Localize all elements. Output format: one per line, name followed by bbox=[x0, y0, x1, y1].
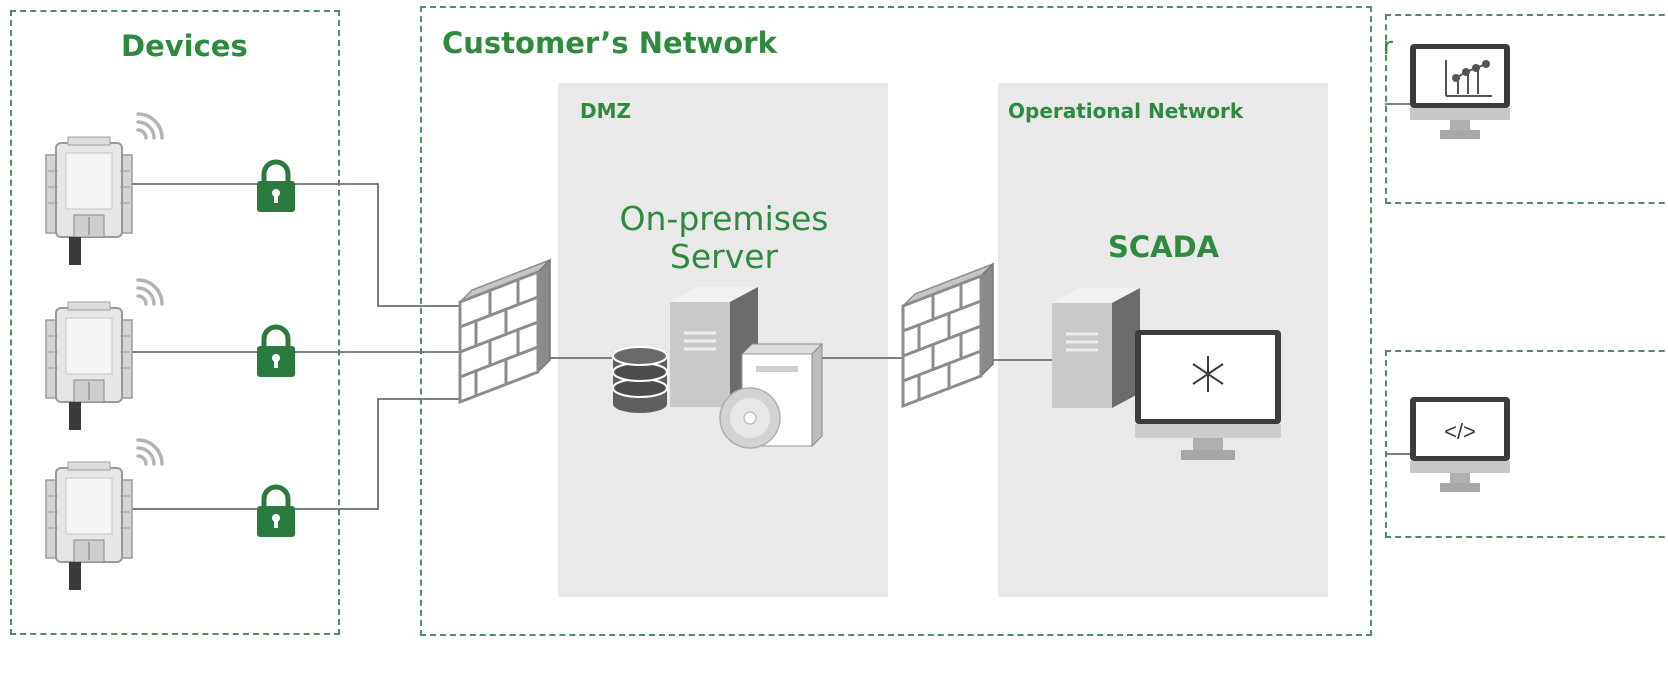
cd-disc-icon bbox=[719, 387, 781, 449]
snowflake-icon bbox=[1192, 356, 1224, 392]
remote-label-fragment: r bbox=[1383, 32, 1393, 60]
wifi-icon bbox=[136, 438, 164, 466]
operational-network-label: Operational Network bbox=[1008, 99, 1244, 123]
wifi-icon bbox=[136, 112, 164, 140]
customer-network-group bbox=[420, 6, 1372, 636]
server-label: On-premises Server bbox=[619, 199, 829, 276]
router-device-icon bbox=[45, 301, 133, 431]
link-device1-firewall bbox=[132, 183, 460, 307]
router-device-icon bbox=[45, 136, 133, 266]
remote-dev-group bbox=[1385, 350, 1668, 538]
server-tower-icon bbox=[1050, 286, 1142, 410]
analytics-monitor-icon bbox=[1410, 44, 1510, 139]
remote-analytics-group bbox=[1385, 14, 1668, 204]
devices-group bbox=[10, 10, 340, 635]
router-device-icon bbox=[45, 461, 133, 591]
lock-icon bbox=[257, 162, 295, 212]
firewall-icon bbox=[458, 258, 552, 404]
dev-monitor-icon: </> bbox=[1410, 397, 1510, 492]
connection-lines bbox=[132, 103, 1410, 510]
lock-icon bbox=[257, 327, 295, 377]
dmz-label: DMZ bbox=[580, 99, 632, 123]
link-device3-firewall bbox=[132, 398, 460, 510]
firewall-icon bbox=[901, 262, 995, 408]
scada-label: SCADA bbox=[1108, 230, 1220, 264]
code-icon: </> bbox=[1444, 419, 1476, 444]
monitor-icon bbox=[1135, 330, 1281, 460]
devices-title: Devices bbox=[121, 29, 248, 63]
chart-icon bbox=[1445, 60, 1492, 97]
lock-icon bbox=[257, 487, 295, 537]
customer-network-title: Customer’s Network bbox=[442, 26, 777, 60]
database-icon bbox=[612, 346, 668, 413]
wifi-icon bbox=[136, 278, 164, 306]
